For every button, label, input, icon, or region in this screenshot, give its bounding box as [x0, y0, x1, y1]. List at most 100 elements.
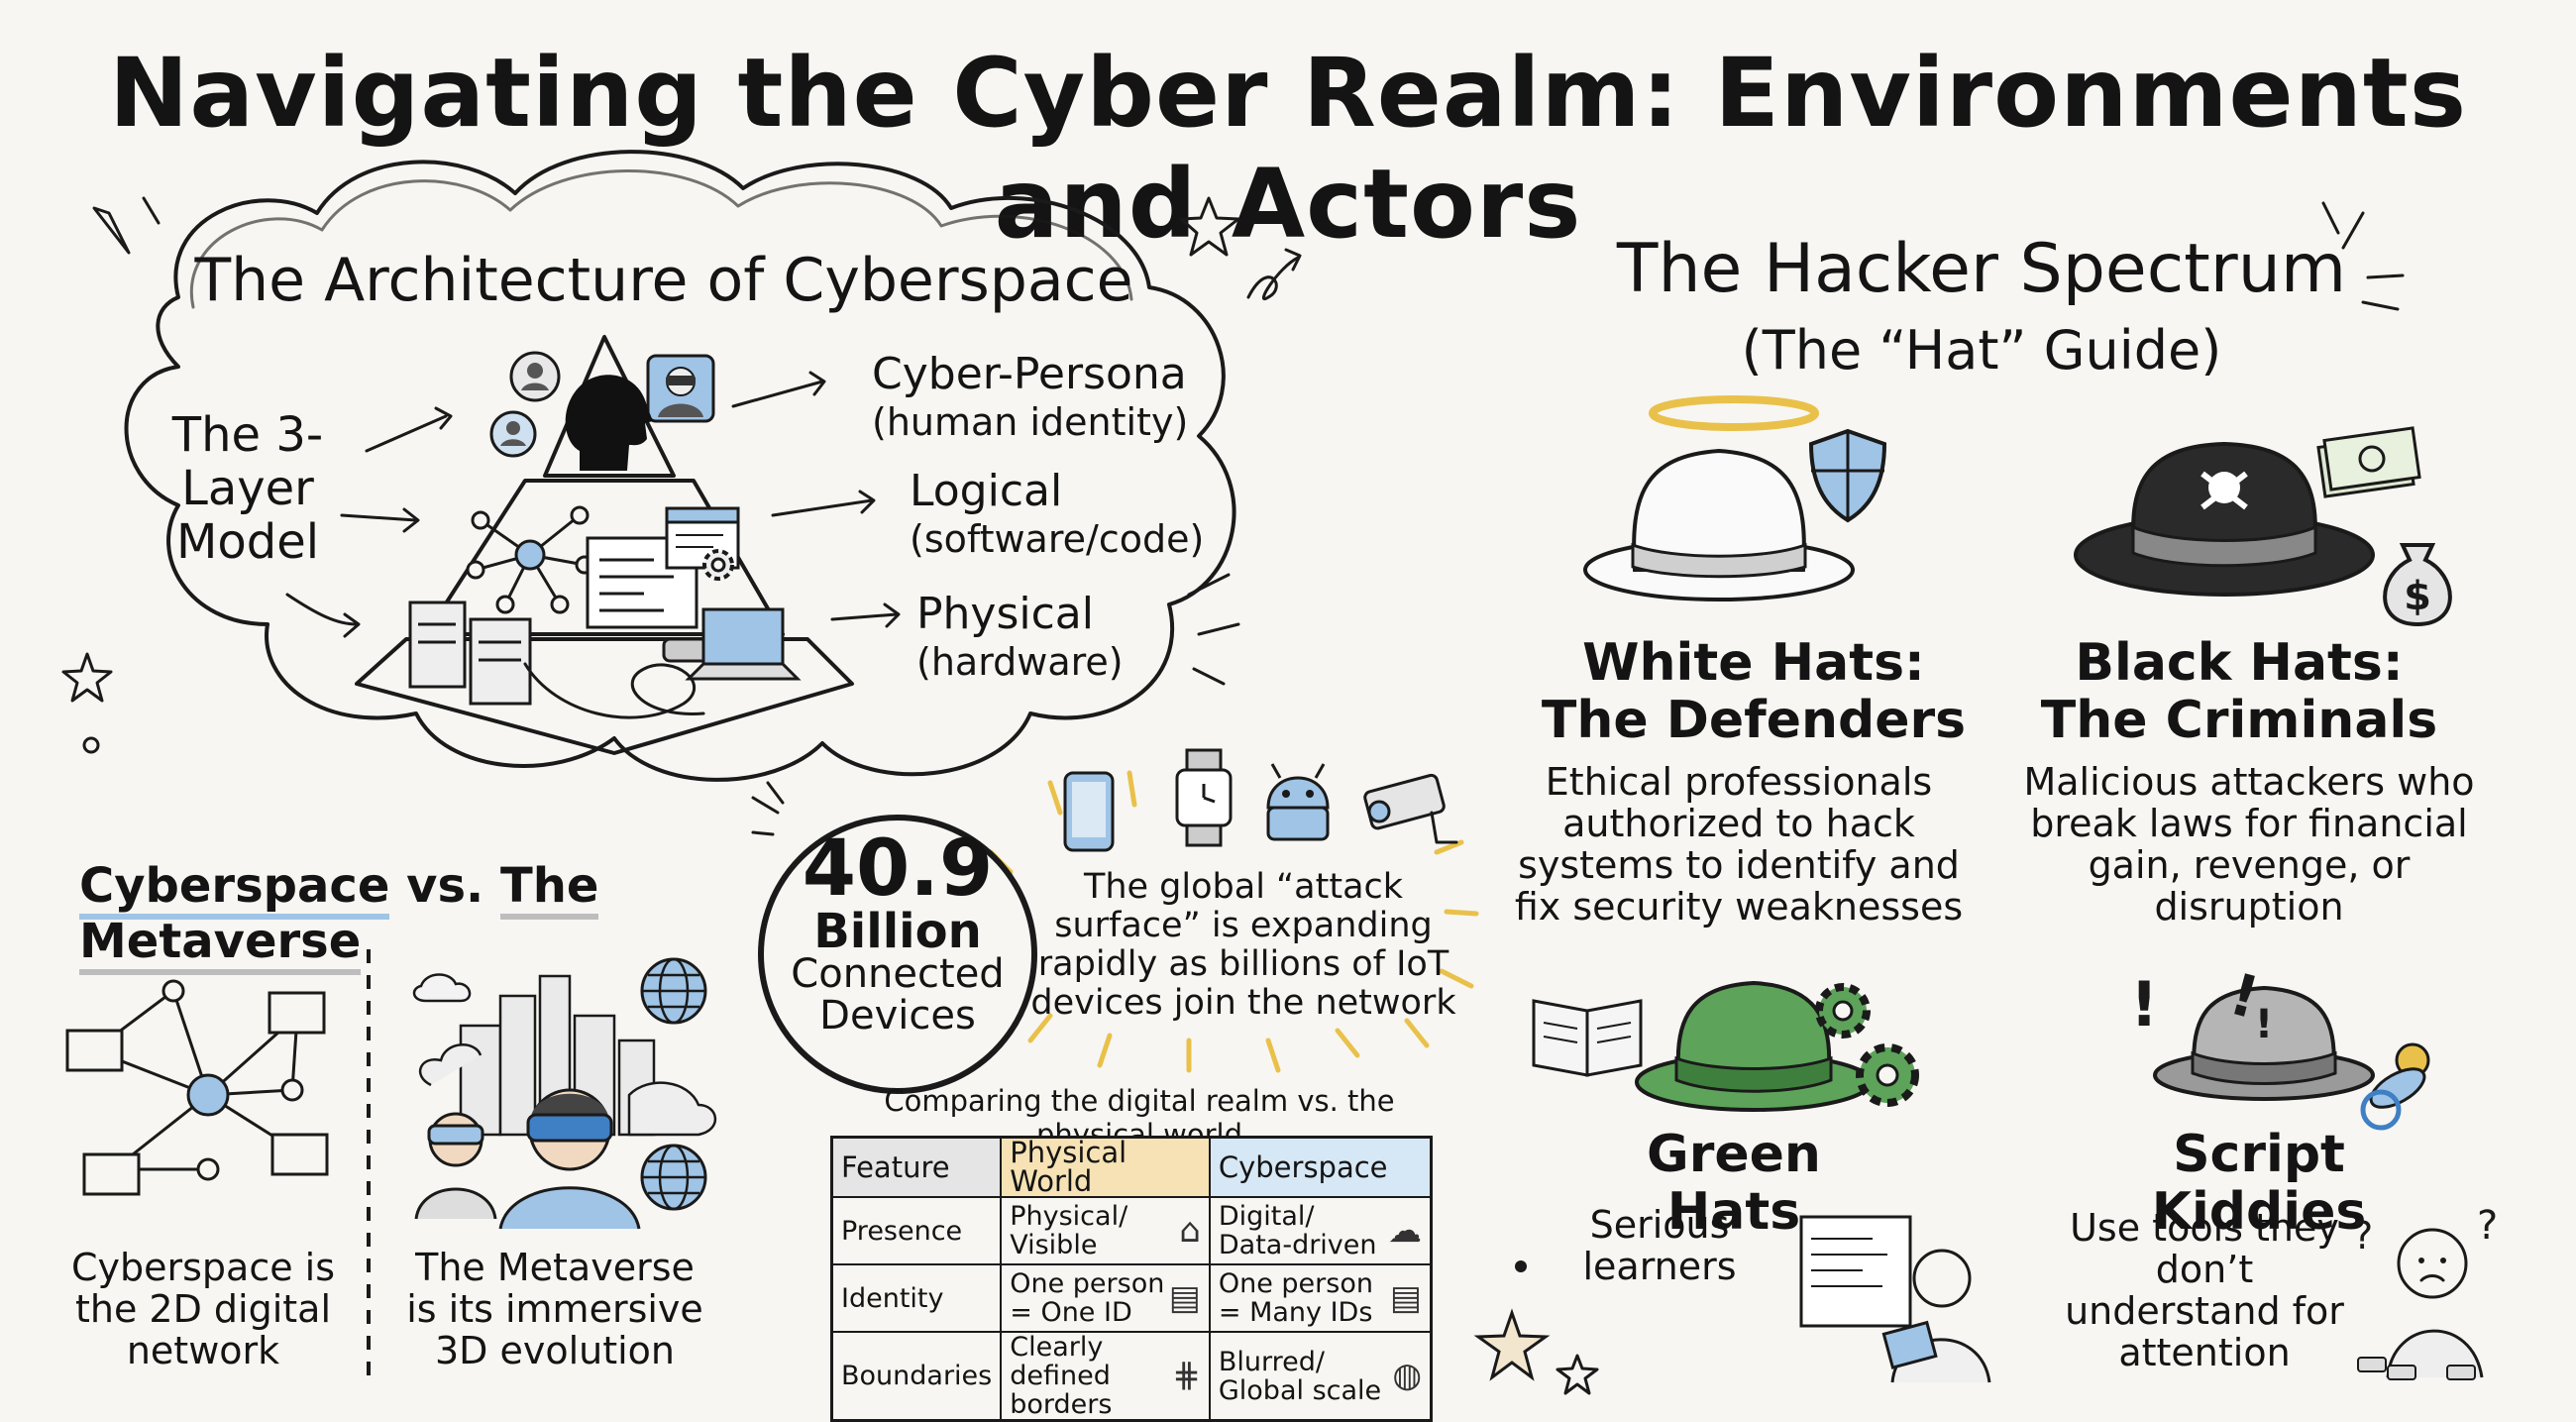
hat-desc-white: Ethical professionals authorized to hack… [1514, 760, 1964, 929]
physical-cell: One person = One ID▤ [1000, 1263, 1211, 1333]
id-cards-icon: ▤ [1389, 1277, 1422, 1318]
svg-text:!: ! [2130, 968, 2158, 1040]
cyberspace-vs-metaverse-heading: Cyberspace vs. The Metaverse [79, 858, 753, 975]
star-icon [61, 652, 113, 703]
hat-name-green: Green Hats [1647, 1125, 1821, 1242]
smartphone-icon [1063, 771, 1115, 852]
hat-name-white: White Hats: The Defenders [1541, 633, 1967, 750]
svg-text:?: ? [2477, 1203, 2498, 1249]
column-header: Feature [830, 1136, 1003, 1198]
layer-name: Logical [910, 466, 1063, 516]
money-icon [2316, 426, 2421, 498]
learner-icon [1799, 1215, 1991, 1383]
metaverse-caption: The Metaverse is its immersive 3D evolut… [406, 1246, 703, 1372]
book-icon [1532, 999, 1643, 1077]
svg-text:$: $ [2404, 574, 2431, 619]
layer-item: Logical (software/code) [910, 466, 1227, 561]
hat-name-script-kiddies: Script Kiddies [2151, 1125, 2367, 1242]
svg-text:!: ! [2223, 960, 2266, 1033]
cell-text: Blurred/ Global scale [1218, 1346, 1382, 1406]
table-row: Presence Physical/ Visible⌂ Digital/ Dat… [830, 1196, 1433, 1265]
hat-desc-black: Malicious attackers who break laws for f… [2023, 760, 2475, 929]
server-icon [408, 601, 532, 706]
pacifier-icon [2360, 1042, 2430, 1131]
layer-detail: (human identity) [872, 400, 1189, 444]
hat-name-black: Black Hats: The Criminals [2040, 633, 2438, 750]
smartwatch-icon [1175, 748, 1233, 847]
network-icon [466, 505, 594, 614]
white-hat-icon [1583, 448, 1855, 602]
layer-detail: (hardware) [916, 640, 1124, 684]
layer-item: Cyber-Persona (human identity) [872, 349, 1189, 444]
laptop-icon [685, 607, 802, 681]
feature-cell: Boundaries [830, 1331, 1003, 1422]
globe-icon: ◍ [1392, 1356, 1422, 1395]
person-icon [489, 410, 537, 458]
vr-user-icon [646, 354, 715, 423]
hat-desc-script-kiddies: Use tools they don’t understand for atte… [2065, 1206, 2344, 1374]
architecture-heading: The Architecture of Cyberspace [194, 246, 1133, 315]
table-row: Boundaries Clearly defined borders⋕ Blur… [830, 1331, 1433, 1422]
heading-cyberspace: Cyberspace [79, 858, 390, 920]
comparison-table: Feature Physical World Cyberspace Presen… [830, 1136, 1433, 1422]
grey-hat-icon: ! [2153, 985, 2375, 1101]
stat-circle [758, 815, 1037, 1094]
column-header: Physical World [1000, 1136, 1211, 1198]
vr-user-icon [414, 1088, 641, 1230]
cell-text: Clearly defined borders [1010, 1332, 1113, 1420]
shield-icon [1808, 428, 1887, 523]
person-icon [509, 351, 561, 402]
dot-doodle [1515, 1260, 1527, 1272]
globe-icon [640, 1144, 707, 1211]
layer-detail: (software/code) [910, 517, 1205, 561]
cyber-cell: One person = Many IDs ▤ [1208, 1263, 1433, 1333]
table-header-row: Feature Physical World Cyberspace [830, 1136, 1433, 1198]
hat-desc-green: Serious learners [1582, 1203, 1737, 1288]
stat-unit: Billion [813, 904, 982, 959]
feature-cell: Identity [830, 1263, 1003, 1333]
cell-text: Digital/ Data-driven [1218, 1201, 1377, 1260]
main-title: Navigating the Cyber Realm: Environments… [109, 38, 2467, 260]
layer-name: Cyber-Persona [872, 349, 1187, 399]
gear-icon [1856, 1043, 1919, 1107]
star-icon [1556, 1354, 1599, 1395]
halo-icon [1649, 395, 1819, 431]
hacker-subheading: (The “Hat” Guide) [1741, 319, 2222, 382]
robot-icon [1266, 763, 1330, 841]
camera-icon [1363, 773, 1458, 844]
svg-text:?: ? [2353, 1214, 2373, 1258]
gear-icon [1815, 983, 1871, 1039]
green-hat-icon [1635, 980, 1873, 1112]
physical-cell: Physical/ Visible ⌂ [1000, 1196, 1211, 1265]
stat-description: The global “attack surface” is expanding… [1030, 867, 1456, 1023]
id-card-icon: ▤ [1168, 1277, 1201, 1318]
heading-vs: vs. [406, 858, 484, 914]
cyber-cell: Blurred/ Global scale ◍ [1208, 1331, 1433, 1422]
confused-kid-icon: ? ? [2353, 1203, 2498, 1380]
stat-number: 40.9 [802, 824, 994, 914]
physical-cell: Clearly defined borders⋕ [1000, 1331, 1211, 1422]
star-icon [1473, 1308, 1551, 1381]
cloud-icon: ☁ [1388, 1210, 1422, 1251]
table-row: Identity One person = One ID▤ One person… [830, 1263, 1433, 1333]
city-icon [412, 973, 717, 1137]
black-hat-icon [2074, 441, 2375, 597]
money-bag-icon: $ [2383, 543, 2452, 627]
head-silhouette-icon [565, 375, 653, 471]
cell-text: One person = Many IDs [1218, 1268, 1373, 1328]
comparison-caption: Comparing the digital realm vs. the phys… [884, 1084, 1395, 1151]
three-layer-model-label: The 3-Layer Model [171, 407, 324, 570]
heading-metaverse: The Metaverse [79, 858, 599, 975]
column-header: Cyberspace [1208, 1136, 1433, 1198]
star-icon [1179, 196, 1240, 257]
svg-text:!: ! [2255, 1002, 2273, 1047]
globe-icon [640, 957, 707, 1025]
cyberspace-caption: Cyberspace is the 2D digital network [70, 1246, 336, 1372]
hacker-heading: The Hacker Spectrum [1616, 230, 2347, 308]
stat-label: Connected Devices [791, 951, 1005, 1039]
layer-name: Physical [916, 589, 1094, 639]
cell-text: Physical/ Visible [1010, 1201, 1128, 1260]
house-icon: ⌂ [1179, 1210, 1201, 1251]
